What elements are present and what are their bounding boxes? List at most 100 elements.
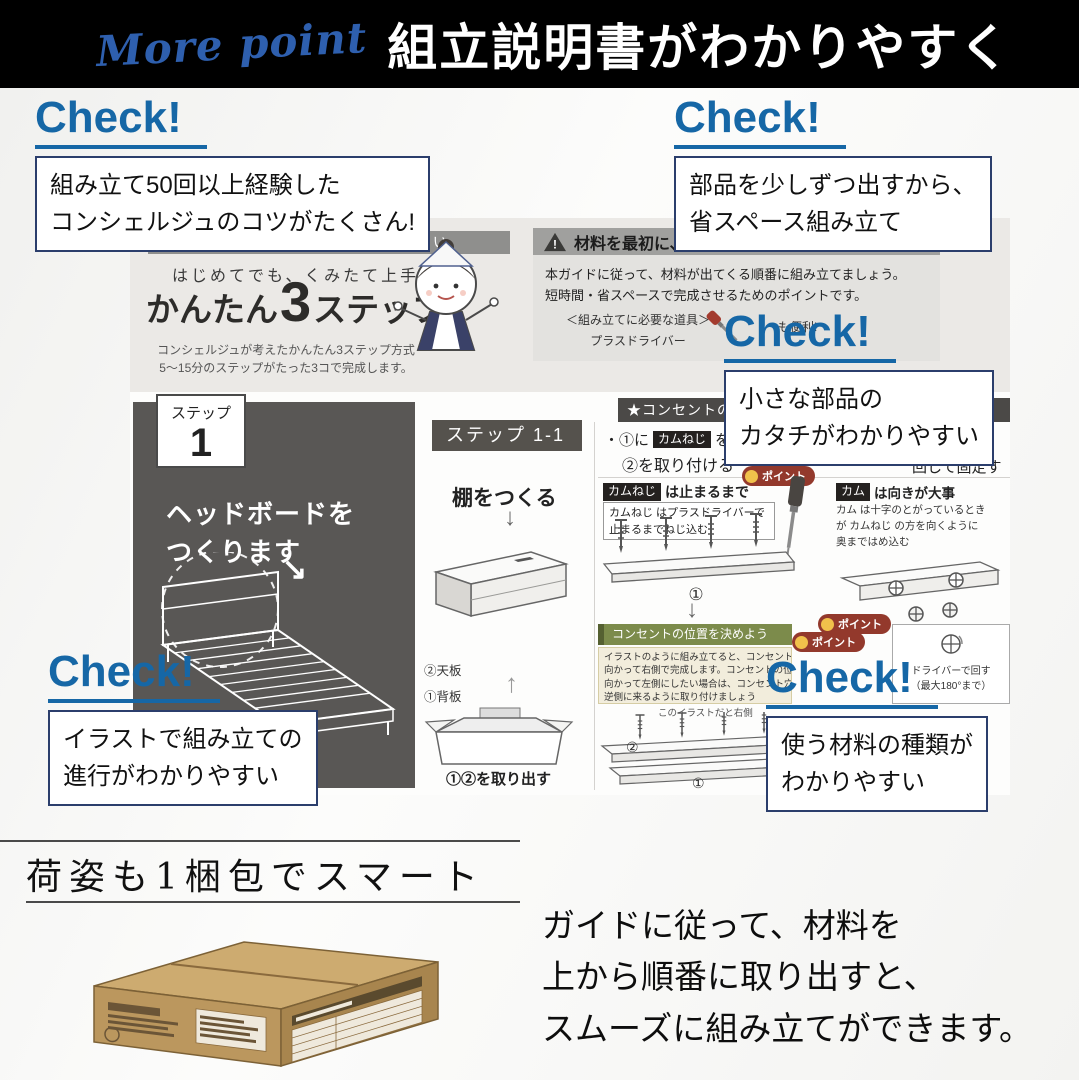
check-label: Check!: [766, 653, 913, 702]
check4-line2: 進行がわかりやすい: [63, 763, 279, 791]
down-arrow: ↓: [504, 504, 516, 531]
step1-panel-text: ヘッドボードを つくります: [166, 496, 355, 571]
cam-screw-row: カムねじ は止まるまで: [603, 482, 749, 502]
screwdriver-icon: [706, 310, 738, 342]
board2-top-number: ②: [626, 739, 639, 755]
check-callout-5: Check! 使う材料の種類が わかりやすい: [766, 653, 988, 813]
cam-rotation-box: ドライバーで回す （最大180°まで）: [892, 624, 1010, 704]
point-badge-2: ポイント: [792, 632, 865, 652]
tools-note: も便利!: [778, 320, 818, 334]
outlet-position-band: コンセントの位置を決めよう: [598, 624, 792, 645]
cam-dir-note1: カム は十字のとがっているとき: [836, 504, 986, 516]
cam-direction-row: カム は向きが大事: [836, 482, 955, 502]
check-underline: [48, 699, 220, 703]
open-carton-illustration: [424, 707, 574, 765]
takeout-caption: ①②を取り出す: [446, 771, 552, 788]
logo-description-line1: コンシェルジュが考えたかんたん3ステップ方式: [157, 343, 415, 357]
bottom-paragraph-line3: スムーズに組み立てができます。: [542, 1009, 1033, 1047]
cam-direction-notes: カム は十字のとがっているとき が カムねじ の方を向くように 奥まではめ込む: [836, 503, 985, 550]
check3-line1: 小さな部品の: [739, 386, 883, 413]
finger-icon: [821, 617, 834, 631]
logo-pre: かんたん: [146, 290, 278, 328]
outlet-note-line4: 逆側に来るように取り付けましょう: [604, 691, 757, 703]
label-back-board: ①背板: [424, 690, 462, 704]
instruction-line2: ②を取り付ける: [622, 458, 735, 475]
check-box-1: 組み立て50回以上経験した コンシェルジュのコツがたくさん!: [35, 156, 430, 253]
check2-line2: 省スペース組み立て: [689, 209, 903, 237]
check-label: Check!: [48, 647, 195, 696]
outlet-note-line3: 向かって左側にしたい場合は、コンセント穴が: [604, 678, 792, 690]
bed-frame-illustration: [160, 552, 396, 750]
check3-line2: カタチがわかりやすい: [739, 423, 979, 451]
cam-screw-note-box: カムねじ はプラスドライバーで 止まるまでねじ込む: [603, 502, 775, 540]
check-label: Check!: [724, 307, 871, 356]
warning-exclamation: !: [553, 237, 557, 251]
point-badge-3: ポイント: [818, 614, 891, 634]
page-title: 組立説明書がわかりやすく: [387, 18, 1012, 77]
shelf-board-illustration: [433, 551, 569, 618]
check1-line1: 組み立て50回以上経験した: [50, 172, 341, 199]
step1-number: 1: [189, 421, 213, 465]
check-underline: [724, 359, 896, 363]
cam-dir-note3: 奥まではめ込む: [836, 535, 910, 548]
logo-description: コンシェルジュが考えたかんたん3ステップ方式 5～15分のステップがたった3コで…: [146, 341, 426, 377]
instruction-pre: ・①に: [604, 432, 650, 449]
bottom-rule-top: [0, 840, 520, 842]
check-box-4: イラストで組み立ての 進行がわかりやすい: [48, 710, 318, 807]
cam-badge: カム: [836, 483, 871, 501]
check-callout-3: Check! 小さな部品の カタチがわかりやすい: [724, 307, 994, 467]
point-label: ポイント: [838, 619, 882, 631]
check5-line2: わかりやすい: [781, 769, 925, 797]
check-box-5: 使う材料の種類が わかりやすい: [766, 716, 988, 813]
check-box-2: 部品を少しずつ出すから、 省スペース組み立て: [674, 156, 992, 253]
outlet-illustration-caption: このイラストだと右側: [658, 708, 753, 719]
screws-into-board-illustration: ①: [602, 513, 796, 604]
check1-line2: コンシェルジュのコツがたくさん!: [50, 209, 415, 237]
logo-description-line2: 5～15分のステップがたった3コで完成します。: [159, 361, 413, 375]
step1-label-box: ステップ 1: [156, 394, 246, 468]
check-underline: [674, 145, 846, 149]
check5-line1: 使う材料の種類が: [781, 732, 973, 759]
cam-note-line1: カムねじ はプラスドライバーで: [609, 507, 765, 519]
outlet-note-line2: 向かって右側で完成します。コンセントの位置を: [604, 665, 792, 677]
up-arrow: ↑: [505, 668, 518, 698]
column-divider: [594, 422, 595, 790]
step1-label: ステップ: [170, 405, 231, 422]
step1-panel-line1: ヘッドボードを: [166, 499, 356, 529]
cam-box-line1: ドライバーで回す: [911, 666, 991, 677]
kantan-3step-logo: かんたん 3 ステップ TM: [146, 270, 460, 333]
tools-label: ＜組み立てに必要な道具＞: [566, 313, 711, 327]
check-callout-2: Check! 部品を少しずつ出すから、 省スペース組み立て: [674, 93, 992, 253]
check-label: Check!: [674, 93, 821, 142]
check-label: Check!: [35, 93, 182, 142]
package-heading: 荷姿も1梱包でスマート: [26, 857, 485, 898]
tools-block: ＜組み立てに必要な道具＞ プラスドライバー: [566, 311, 710, 349]
guide-line2: 短時間・省スペースで完成させるためのポイントです。: [545, 288, 868, 304]
tools-item: プラスドライバー: [590, 334, 686, 348]
cam-icon: [941, 634, 963, 654]
check-callout-4: Check! イラストで組み立ての 進行がわかりやすい: [48, 647, 318, 807]
cam-box-line2: （最大180°まで）: [910, 681, 992, 692]
guide-line1: 本ガイドに従って、材料が出てくる順番に組み立てましょう。: [545, 267, 906, 282]
more-point-script: More point: [94, 12, 369, 76]
down-arrow-2: ↓: [686, 596, 698, 623]
step1-pointer-arrow: ↘: [282, 553, 308, 586]
cam-until-text: は止まるまで: [665, 484, 750, 500]
label-top-board: ②天板: [424, 664, 462, 678]
cam-screw-badge: カムねじ: [653, 430, 712, 449]
package-box-illustration: [93, 941, 439, 1068]
cam-screw-badge2: カムねじ: [603, 483, 662, 501]
step1-1-label: ステップ 1-1: [432, 420, 582, 451]
bottom-rule-under: [26, 901, 520, 903]
stacked-boards-illustration: ② ①: [600, 712, 800, 790]
bottom-paragraph-line2: 上から順番に取り出すと、: [542, 958, 937, 996]
check-underline: [35, 145, 207, 149]
header-banner: More point 組立説明書がわかりやすく: [0, 0, 1079, 88]
shelf-title: 棚をつくる: [452, 487, 557, 510]
logo-number: 3: [280, 270, 312, 333]
outlet-note-box: イラストのように組み立てると、コンセントは 向かって右側で完成します。コンセント…: [598, 647, 792, 704]
finger-icon: [745, 469, 758, 483]
warning-triangle-icon: !: [544, 232, 566, 251]
manual-tagline: はじめてでも、くみたて上手: [172, 268, 420, 285]
